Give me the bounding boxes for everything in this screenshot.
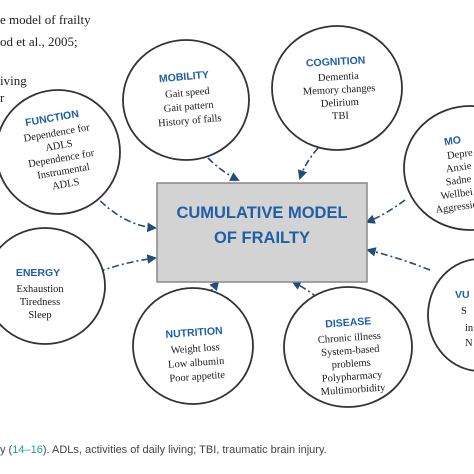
disease-item-5: Multimorbidity xyxy=(320,382,386,398)
node-cognition: COGNITION Dementia Memory changes Deliri… xyxy=(271,25,403,151)
disease-item-2: System-based xyxy=(321,344,381,359)
cognition-item-2: Memory changes xyxy=(303,83,376,98)
energy-item-1: Exhaustion xyxy=(16,284,64,295)
connector-mood xyxy=(365,199,406,224)
mood-item-3: Sadne xyxy=(445,174,472,189)
mood-item-5: Aggressio xyxy=(435,199,474,216)
mobility-item-2: Gait pattern xyxy=(163,100,214,115)
caption-suffix: ). ADLs, activities of daily living; TBI… xyxy=(42,444,327,456)
cognition-item-3: Delirium xyxy=(321,97,359,110)
caption-prefix: y ( xyxy=(0,444,13,456)
mood-item-2: Anxie xyxy=(445,161,472,176)
mood-item-4: Wellbei xyxy=(440,187,474,202)
node-function: FUNCTION Dependence for ADLS Dependence … xyxy=(0,89,121,215)
cognition-item-4: TBI xyxy=(332,110,350,122)
disease-title: DISEASE xyxy=(325,315,372,330)
cognition-title: COGNITION xyxy=(306,54,366,69)
header-line-2: od et al., 2005; xyxy=(0,34,78,49)
node-energy: ENERGY Exhaustion Tiredness Sleep xyxy=(0,227,106,345)
function-item-5: ADLS xyxy=(51,177,80,193)
connector-function xyxy=(89,189,157,233)
header-line-1: e model of frailty xyxy=(0,12,91,27)
node-mood: MO Depre Anxie Sadne Wellbei Aggressio xyxy=(403,105,474,231)
node-mobility: MOBILITY Gait speed Gait pattern History… xyxy=(122,39,250,161)
node-disease: DISEASE Chronic illness System-based pro… xyxy=(283,286,413,408)
center-box: CUMULATIVE MODEL OF FRAILTY xyxy=(156,182,368,283)
energy-title: ENERGY xyxy=(16,267,60,279)
mood-item-1: Depre xyxy=(446,148,473,163)
nutrition-item-3: Poor appetite xyxy=(169,370,226,385)
mood-title: MO xyxy=(443,134,461,148)
frailty-diagram: CUMULATIVE MODEL OF FRAILTY FUNCTION Dep… xyxy=(0,25,474,408)
energy-item-2: Tiredness xyxy=(20,297,60,308)
disease-item-3: problems xyxy=(331,357,371,371)
header-line-5: r xyxy=(0,90,5,105)
mobility-title: MOBILITY xyxy=(158,69,209,85)
cognition-item-1: Dementia xyxy=(318,71,360,84)
vulnerability-item-1: S xyxy=(461,306,467,317)
disease-item-4: Polypharmacy xyxy=(321,370,383,385)
node-vulnerability: VU S in N xyxy=(427,258,474,372)
node-nutrition: NUTRITION Weight loss Low albumin Poor a… xyxy=(132,287,254,405)
nutrition-item-1: Weight loss xyxy=(170,342,220,356)
mobility-item-1: Gait speed xyxy=(165,86,211,101)
connector-cognition xyxy=(297,147,319,180)
header-line-4: iving xyxy=(0,73,27,88)
connector-mobility xyxy=(207,157,240,181)
disease-item-1: Chronic illness xyxy=(317,331,381,346)
nutrition-title: NUTRITION xyxy=(165,325,223,341)
caption-refs-link[interactable]: 14–16 xyxy=(12,444,43,456)
vulnerability-item-3: N xyxy=(465,338,473,349)
figure-caption: y (14–16). ADLs, activities of daily liv… xyxy=(0,444,327,456)
vulnerability-item-2: in xyxy=(465,323,474,334)
center-title-line-1: CUMULATIVE MODEL xyxy=(176,204,347,222)
nutrition-item-2: Low albumin xyxy=(168,356,226,371)
energy-item-3: Sleep xyxy=(28,310,51,321)
vulnerability-title: VU xyxy=(455,289,470,301)
connector-vulnerability xyxy=(366,247,431,271)
function-item-2: ADLS xyxy=(45,138,74,154)
connector-energy xyxy=(97,254,157,273)
center-title-line-2: OF FRAILTY xyxy=(214,229,310,247)
